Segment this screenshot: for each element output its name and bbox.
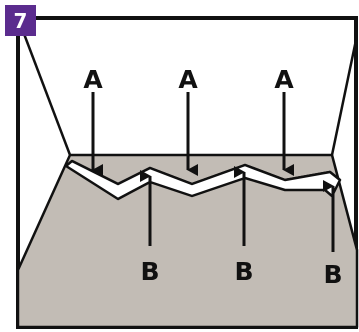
label-b2: B [234, 257, 253, 286]
right-wall-edge [330, 39, 358, 156]
label-a1: A [83, 65, 103, 94]
step-number: 7 [13, 8, 28, 33]
label-a2: A [178, 65, 198, 94]
label-b3: B [323, 260, 342, 289]
label-a3: A [274, 65, 294, 94]
left-wall-edge [16, 17, 72, 156]
label-b1: B [140, 257, 159, 286]
step-number-badge: 7 [5, 5, 36, 36]
